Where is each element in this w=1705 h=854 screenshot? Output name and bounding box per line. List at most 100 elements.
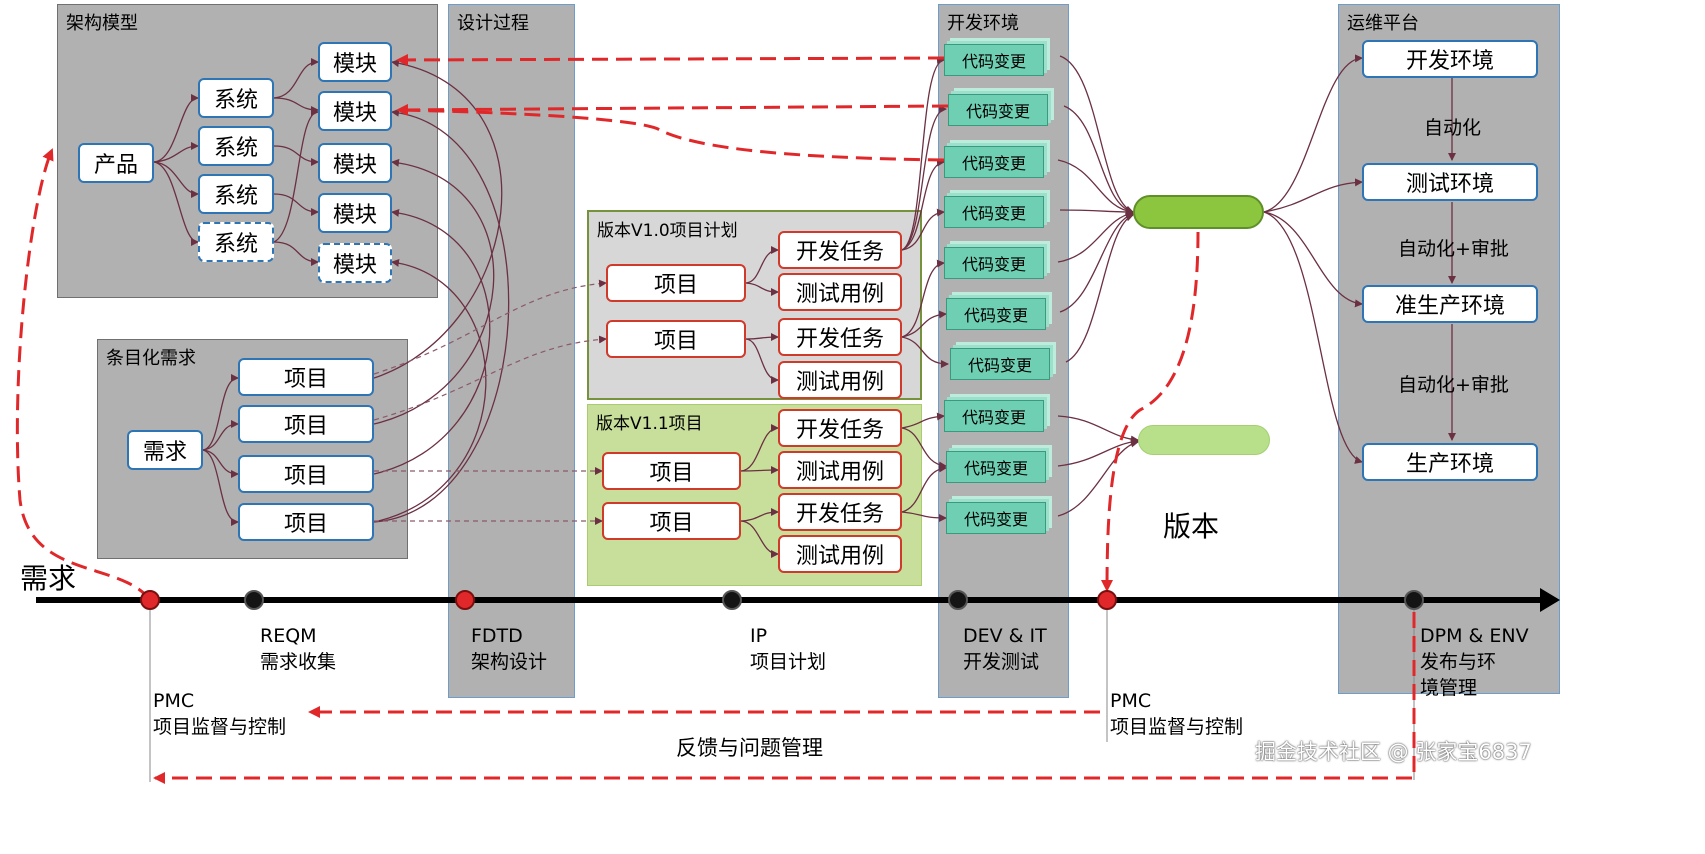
v10-project-1: 项目 [606, 264, 746, 302]
edge-task1-cc2 [901, 105, 947, 251]
milestone-ip-code: IP [750, 625, 768, 647]
code-change-8: 代码变更 [944, 400, 1044, 432]
pmc-left: PMC 项目监督与控制 [153, 688, 286, 740]
code-change-6: 代码变更 [946, 298, 1046, 330]
edge-item4-module5 [373, 259, 487, 523]
edge-cc2-v [1063, 105, 1134, 215]
v11-dev-task-2: 开发任务 [778, 493, 902, 531]
edge-system4-module5 [273, 241, 319, 266]
edge-p4-task8 [740, 520, 779, 558]
requirement-root: 需求 [127, 430, 203, 470]
red-cc3-to-module2 [397, 108, 945, 162]
module-node-4: 模块 [318, 193, 392, 233]
edge-cc9-v2 [1057, 437, 1139, 467]
edge-task3-cc5 [901, 259, 945, 338]
product-node: 产品 [78, 143, 154, 183]
requirement-item-4: 项目 [238, 503, 374, 541]
edge-task3-cc7 [901, 336, 949, 368]
v11-test-case-2: 测试用例 [778, 535, 902, 573]
dev-environment-title: 开发环境 [947, 13, 1019, 34]
edge-item1-project1 [373, 279, 607, 375]
milestone-dev-it-code: DEV & IT [963, 625, 1047, 647]
transition-label-1: 自动化 [1424, 117, 1482, 139]
milestone-reqm: REQM 需求收集 [260, 623, 336, 675]
code-change-4: 代码变更 [944, 196, 1044, 228]
milestone-dev-it-name: 开发测试 [963, 651, 1040, 673]
edge-p4-task7 [740, 508, 779, 522]
edge-task5-cc8 [901, 412, 945, 429]
feedback-label: 反馈与问题管理 [676, 736, 823, 760]
edge-system4-module2 [273, 108, 319, 243]
milestone-dot-dev [948, 590, 968, 610]
milestone-dot-reqm [244, 590, 264, 610]
edge-cc5-v [1057, 210, 1134, 263]
milestone-dpm-env-name-2: 境管理 [1420, 677, 1478, 699]
transition-label-2: 自动化+审批 [1398, 238, 1509, 260]
edge-item3-module4 [373, 208, 491, 475]
edge-cc7-v [1065, 213, 1134, 363]
code-change-2: 代码变更 [948, 94, 1048, 126]
module-node-1: 模块 [318, 42, 392, 82]
requirement-item-2: 项目 [238, 405, 374, 443]
milestone-dpm-env-name: 发布与环 [1420, 651, 1497, 673]
edge-req-item2 [202, 420, 239, 451]
watermark: 掘金技术社区 @ 张家宝6837 [1255, 740, 1532, 764]
module-node-5: 模块 [318, 243, 392, 283]
pmc-right-name: 项目监督与控制 [1110, 716, 1244, 738]
edge-v-env1 [1263, 54, 1363, 213]
edge-product-system4 [153, 161, 199, 246]
red-cc1-to-module1 [396, 53, 945, 66]
edge-task1-cc4 [901, 208, 945, 251]
milestone-fdtd-name: 架构设计 [471, 651, 548, 673]
edge-product-system1 [153, 94, 199, 163]
v11-project-2: 项目 [602, 502, 741, 540]
code-change-1: 代码变更 [944, 44, 1044, 76]
v10-dev-task-1: 开发任务 [778, 231, 902, 269]
module-node-3: 模块 [318, 143, 392, 183]
edge-cc3-v [1057, 159, 1134, 216]
pmc-right: PMC 项目监督与控制 [1110, 688, 1243, 740]
ops-platform-title: 运维平台 [1347, 13, 1419, 34]
milestone-dot-need [140, 590, 160, 610]
milestone-dot-pmc [1097, 590, 1117, 610]
requirement-item-3: 项目 [238, 455, 374, 493]
edge-p3-task5 [740, 424, 779, 472]
edge-p3-task6 [740, 466, 779, 475]
timeline-arrowhead [1540, 588, 1560, 612]
edge-p2-task3 [745, 333, 779, 342]
edge-req-item1 [202, 374, 239, 451]
v10-project-2: 项目 [606, 320, 746, 358]
timeline-start-label: 需求 [20, 562, 77, 595]
edge-p1-task2 [745, 282, 779, 296]
requirement-item-1: 项目 [238, 358, 374, 396]
edge-req-item4 [202, 449, 239, 526]
edge-task5-cc9 [901, 427, 947, 470]
env-staging: 准生产环境 [1362, 285, 1538, 323]
edge-cc4-v [1059, 207, 1134, 216]
edge-cc8-v2 [1057, 415, 1139, 444]
pmc-left-name: 项目监督与控制 [153, 716, 287, 738]
edge-p2-task4 [745, 338, 779, 384]
edge-item2-project2 [373, 335, 607, 421]
version-pill-next [1138, 425, 1270, 455]
milestone-dot-fdtd [455, 590, 475, 610]
pmc-left-code: PMC [153, 690, 195, 712]
red-feedback-bottom [153, 612, 1416, 784]
milestone-fdtd-code: FDTD [471, 625, 523, 647]
version-label: 版本 [1163, 510, 1220, 543]
edge-v-env2 [1263, 178, 1363, 213]
edge-req-item3 [202, 449, 239, 478]
milestone-ip: IP 项目计划 [750, 623, 826, 675]
milestone-dot-ip [722, 590, 742, 610]
edge-system2-module3 [273, 145, 319, 166]
v10-test-case-1: 测试用例 [778, 273, 902, 311]
v11-project-1: 项目 [602, 452, 741, 490]
architecture-model-title: 架构模型 [66, 13, 138, 34]
edge-v-env3 [1263, 211, 1363, 308]
edge-task3-cc6 [901, 310, 947, 338]
code-change-7: 代码变更 [950, 348, 1050, 380]
env-test: 测试环境 [1362, 163, 1538, 201]
system-node-1: 系统 [198, 78, 274, 118]
system-node-4: 系统 [198, 222, 274, 262]
